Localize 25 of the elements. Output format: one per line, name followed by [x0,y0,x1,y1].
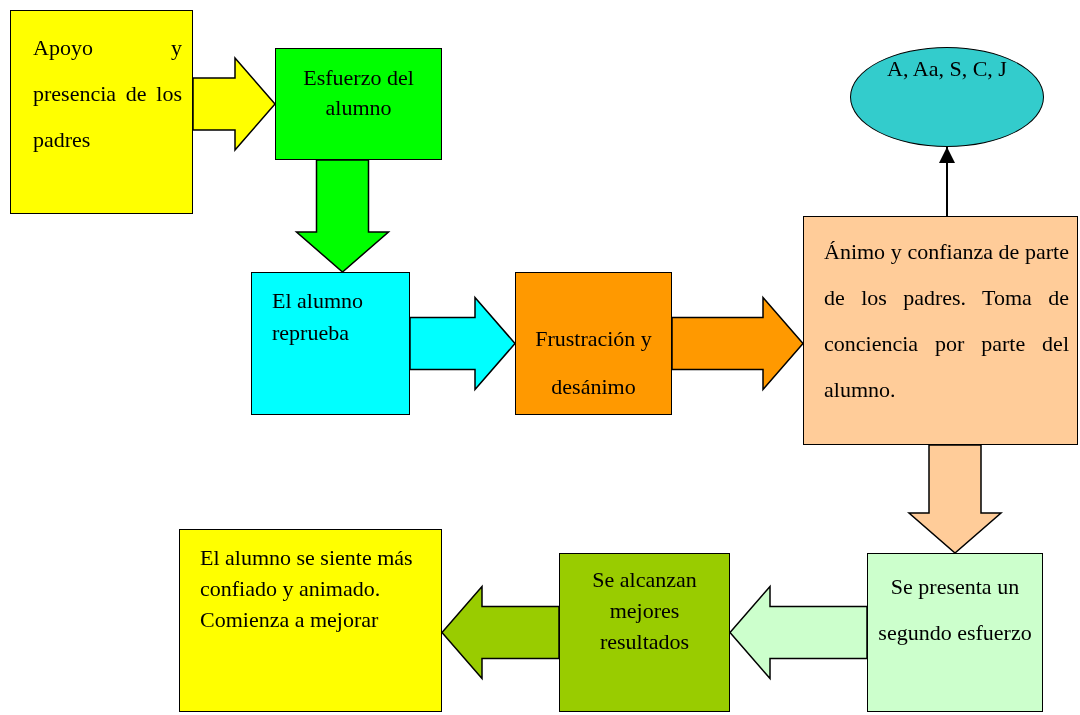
process-box [179,529,442,712]
arrow [939,146,955,217]
process-box [867,553,1043,712]
node-text: El alumno se siente más confiado y animado. Comienza a mejorar [200,544,414,634]
block-arrow [729,584,868,681]
node-text: Se alcanzan mejores resultados [591,566,698,656]
node-text: El alumno reprueba [272,287,365,347]
node-text: Ánimo y confianza de parte de los padres. Toma de conciencia por parte del alumno. [824,238,1069,404]
process-box [803,216,1078,445]
node-text: Frustración y desánimo [534,325,653,401]
node-text: A, Aa, S, C, J [886,55,1008,83]
block-arrow [409,295,516,392]
process-box [559,553,730,712]
process-box [515,272,672,415]
block-arrow [294,159,391,273]
process-box [10,10,193,214]
process-box [251,272,410,415]
node-text: Se presenta un segundo esfuerzo [877,573,1033,647]
block-arrow [192,56,276,152]
node-text: Esfuerzo del alumno [302,64,415,122]
block-arrow [441,584,560,681]
block-arrow [671,295,804,392]
block-arrow [907,444,1003,554]
process-box [275,48,442,160]
node-text: Apoyo y presencia de los padres [33,34,182,154]
